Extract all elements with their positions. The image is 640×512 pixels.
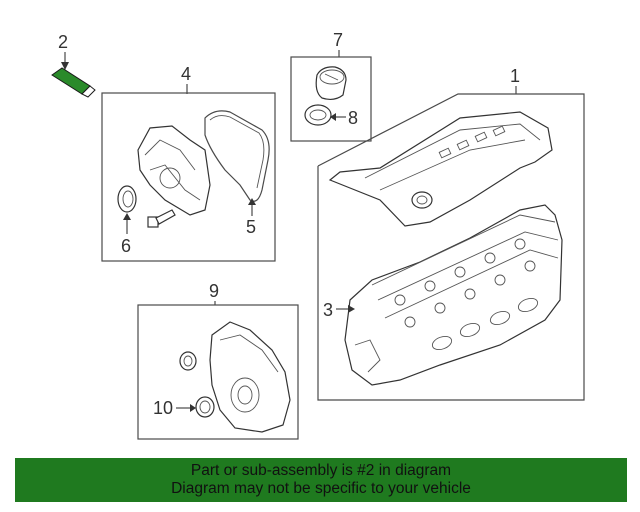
sealant-tube-cap <box>81 85 96 98</box>
group-4-timing-cover: 4 6 5 <box>101 64 276 262</box>
coil-slot-4 <box>492 125 506 137</box>
oil-filler-cap <box>315 66 347 101</box>
valve-cover-ridge <box>364 123 541 179</box>
cam-bearing-5 <box>514 238 526 250</box>
upper-timing-cover <box>137 125 211 216</box>
callout-8-arrowhead <box>330 113 336 121</box>
part-2-sealant-tube[interactable]: 2 <box>51 32 96 98</box>
camshaft-line-1 <box>377 231 559 301</box>
cam-bearing-1 <box>394 294 406 306</box>
lower-cover-boss <box>230 377 260 413</box>
group-4-frame <box>101 92 276 262</box>
port-3 <box>517 297 539 313</box>
callout-1: 1 <box>510 66 520 86</box>
port-2 <box>489 310 511 326</box>
banner-line-1: Part or sub-assembly is #2 in diagram <box>190 462 452 479</box>
coil-slot-3 <box>474 131 488 143</box>
oil-filler-neck <box>411 191 433 209</box>
valve-cover-body <box>328 111 553 227</box>
callout-6-arrowhead <box>123 213 131 220</box>
callout-2: 2 <box>58 32 68 52</box>
lower-cover-boss-inner <box>237 385 253 405</box>
cam-bearing-7 <box>434 302 446 314</box>
banner-line-2: Diagram may not be specific to your vehi… <box>171 480 471 497</box>
cylinder-head <box>344 204 563 386</box>
callout-5-arrowhead <box>248 198 256 205</box>
coil-slot-2 <box>456 139 470 151</box>
callout-6: 6 <box>121 236 131 256</box>
cover-rib <box>144 139 196 171</box>
cover-gasket <box>204 110 270 202</box>
head-top-edge <box>371 214 556 286</box>
cover-gasket-inner <box>209 115 265 189</box>
oil-cap-top <box>319 69 345 85</box>
seal-ring-10 <box>195 396 215 418</box>
callout-4: 4 <box>181 64 191 84</box>
callout-10: 10 <box>153 398 173 418</box>
group-7-oil-cap: 7 8 <box>290 30 372 142</box>
group-1-frame <box>317 93 585 401</box>
cam-bearing-3 <box>454 266 466 278</box>
port-1 <box>459 322 481 338</box>
oil-cap-grip <box>324 73 339 81</box>
cover-boss <box>159 167 181 189</box>
callout-3-arrowhead <box>348 305 355 313</box>
coil-slot-1 <box>438 147 452 159</box>
group-9-frame <box>137 304 299 440</box>
callout-3: 3 <box>323 300 333 320</box>
cam-bearing-8 <box>464 288 476 300</box>
small-seal <box>179 351 197 371</box>
oil-filler-neck-inner <box>416 195 428 205</box>
camshaft-line-2 <box>384 249 559 319</box>
callout-5: 5 <box>246 217 256 237</box>
seal-ring-8 <box>304 104 332 126</box>
valve-cover-ridge-2 <box>379 139 526 191</box>
cover-rib-2 <box>149 164 201 201</box>
callout-2-arrowhead <box>61 62 69 70</box>
cam-bearing-9 <box>494 274 506 286</box>
seal-ring-8-inner <box>309 109 327 121</box>
cam-bearing-10 <box>524 260 536 272</box>
cam-bearing-2 <box>424 280 436 292</box>
valve-cover <box>328 111 553 227</box>
sealant-tube-body <box>51 67 91 95</box>
small-seal-inner <box>183 355 193 367</box>
bolt-shank <box>155 209 176 225</box>
group-1-cylinder-head: 1 <box>317 66 585 401</box>
head-end-detail <box>354 339 381 373</box>
callout-7: 7 <box>333 30 343 50</box>
cylinder-head-body <box>344 204 563 386</box>
info-banner: Part or sub-assembly is #2 in diagram Di… <box>15 458 627 502</box>
cam-bearing-4 <box>484 252 496 264</box>
lower-timing-cover <box>209 321 291 433</box>
lower-cover-rib <box>219 334 279 373</box>
group-7-frame <box>290 56 372 142</box>
cover-bolt <box>147 209 176 228</box>
callout-10-arrowhead <box>190 404 196 412</box>
seal-ring-6-inner <box>122 190 134 208</box>
callout-9: 9 <box>209 281 219 301</box>
seal-ring-10-inner <box>199 400 211 414</box>
cam-bearing-6 <box>404 316 416 328</box>
group-9-lower-cover: 9 10 <box>137 281 299 440</box>
port-4 <box>431 335 453 351</box>
callout-8: 8 <box>348 108 358 128</box>
